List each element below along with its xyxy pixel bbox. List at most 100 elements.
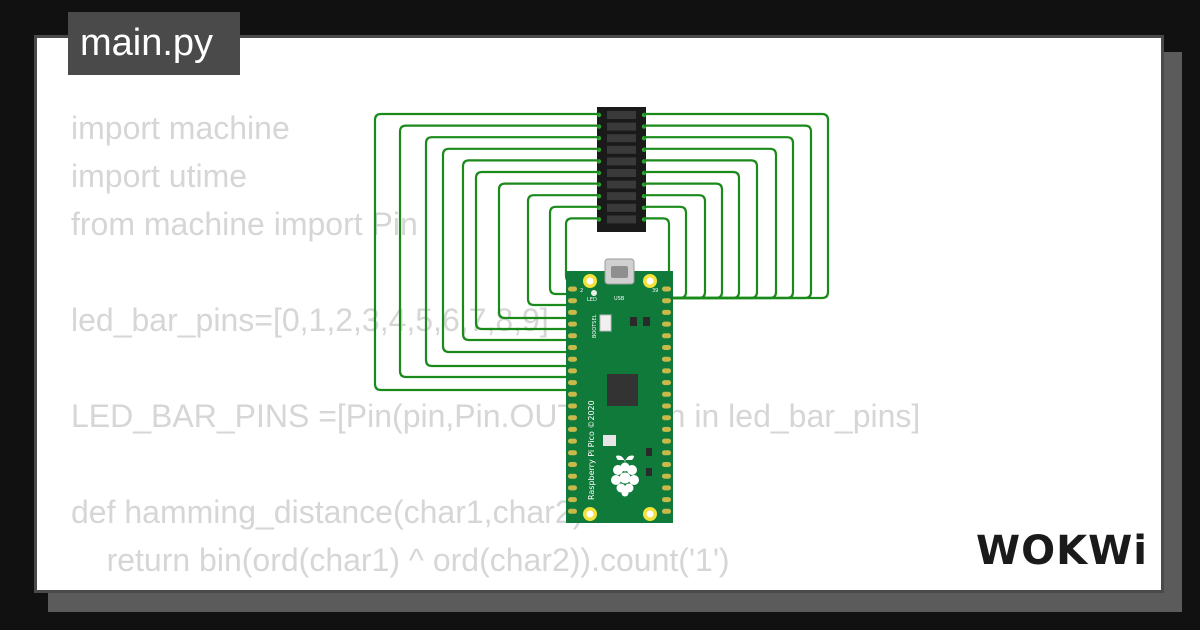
pico-pin xyxy=(568,298,577,304)
wire-left xyxy=(461,159,599,342)
board-model-label: Raspberry Pi Pico ©2020 xyxy=(587,400,596,500)
code-editor: import machine import utime from machine i… xyxy=(71,104,920,584)
pico-pin xyxy=(568,426,577,432)
wire-left xyxy=(398,124,599,379)
pico-pin xyxy=(662,380,671,386)
pico-pin xyxy=(568,356,577,362)
pico-pin xyxy=(662,286,671,292)
pico-pin xyxy=(662,438,671,444)
pico-board[interactable]: LED USB 2 39 BOOTSEL Raspberry Pi Pico ©… xyxy=(566,258,673,523)
pico-pin xyxy=(568,485,577,491)
pico-pin xyxy=(662,309,671,315)
led-segment xyxy=(607,203,636,212)
wire-right xyxy=(644,170,741,300)
led-segment xyxy=(607,192,636,201)
wire-right xyxy=(644,159,759,300)
code-line: led_bar_pins=[0,1,2,3,4,5,6,7,8,9] xyxy=(71,302,549,338)
wire-right xyxy=(644,112,830,300)
code-line: def hamming_distance(char1,char2): xyxy=(71,494,593,530)
pico-pin xyxy=(568,415,577,421)
pico-pin xyxy=(568,391,577,397)
chip-small-3 xyxy=(646,448,652,456)
pico-pin xyxy=(662,473,671,479)
mount-hole-br-inner xyxy=(646,510,654,518)
file-tab-label: main.py xyxy=(80,22,214,64)
pin-2-label: 2 xyxy=(580,288,583,294)
mount-hole-tl-inner xyxy=(586,277,594,285)
pico-pin xyxy=(662,485,671,491)
bootsel-button[interactable] xyxy=(599,314,612,332)
usb-label: USB xyxy=(614,296,625,302)
pico-pin xyxy=(568,333,577,339)
wokwi-logo-text: WOKWi xyxy=(976,528,1148,574)
pico-pin xyxy=(568,321,577,327)
pico-pin xyxy=(568,450,577,456)
wire-left xyxy=(497,182,599,320)
pico-pin xyxy=(662,298,671,304)
flash-chip xyxy=(603,435,616,446)
wire-right xyxy=(644,194,707,300)
pico-pin xyxy=(568,309,577,315)
led-segment xyxy=(607,122,636,131)
raspberry-logo-icon xyxy=(611,455,639,497)
pico-pin xyxy=(662,368,671,374)
file-tab[interactable]: main.py xyxy=(68,12,240,75)
led-segment xyxy=(607,157,636,166)
rp2040-chip xyxy=(607,374,638,406)
pico-pin xyxy=(662,356,671,362)
led-segment xyxy=(607,215,636,224)
wire-right xyxy=(644,182,724,300)
pico-pin xyxy=(662,497,671,503)
led-segment xyxy=(607,169,636,177)
wire-left xyxy=(441,147,599,354)
led-segment xyxy=(607,180,636,189)
pico-pin xyxy=(662,333,671,339)
mount-hole-bl-inner xyxy=(586,510,594,518)
bootsel-label: BOOTSEL xyxy=(592,314,598,338)
wire-left xyxy=(526,194,599,307)
pico-pin xyxy=(568,345,577,350)
pico-pin xyxy=(662,403,671,409)
chip-small-1 xyxy=(630,317,637,326)
wokwi-logo[interactable]: WOKWi xyxy=(974,524,1150,580)
code-line: return bin(ord(char1) ^ ord(char2)).coun… xyxy=(71,542,730,578)
led-label: LED xyxy=(587,297,597,303)
pico-pin xyxy=(568,368,577,374)
wire-right xyxy=(644,124,813,300)
led-segment xyxy=(607,134,636,143)
wire-left xyxy=(373,112,599,392)
pico-pin xyxy=(568,380,577,386)
code-line: from machine import Pin xyxy=(71,206,418,242)
wire-right xyxy=(644,136,795,300)
chip-small-4 xyxy=(646,468,652,476)
pico-pin xyxy=(662,462,671,467)
usb-port-inner xyxy=(611,266,628,278)
pico-pin xyxy=(568,403,577,409)
pico-pin xyxy=(568,286,577,292)
chip-small-2 xyxy=(643,317,650,326)
onboard-led xyxy=(591,290,597,296)
pico-pin xyxy=(662,508,671,514)
pico-pin xyxy=(662,391,671,397)
pico-pin xyxy=(662,321,671,327)
led-segment xyxy=(607,145,636,154)
mount-hole-tr-inner xyxy=(646,277,654,285)
wires xyxy=(373,112,830,392)
pin-39-label: 39 xyxy=(652,288,658,294)
pico-pin xyxy=(568,497,577,503)
pico-pin xyxy=(568,438,577,444)
code-line: import machine xyxy=(71,110,290,146)
pico-pin xyxy=(568,462,577,467)
pico-pin xyxy=(662,450,671,456)
led-bar-graph[interactable] xyxy=(596,107,647,232)
pico-pin xyxy=(568,473,577,479)
wire-left xyxy=(424,136,599,368)
code-line: import utime xyxy=(71,158,248,194)
wire-left xyxy=(548,205,599,296)
pico-pin xyxy=(662,415,671,421)
pico-pin xyxy=(662,345,671,350)
wire-right xyxy=(644,147,778,300)
wire-left xyxy=(474,170,599,331)
